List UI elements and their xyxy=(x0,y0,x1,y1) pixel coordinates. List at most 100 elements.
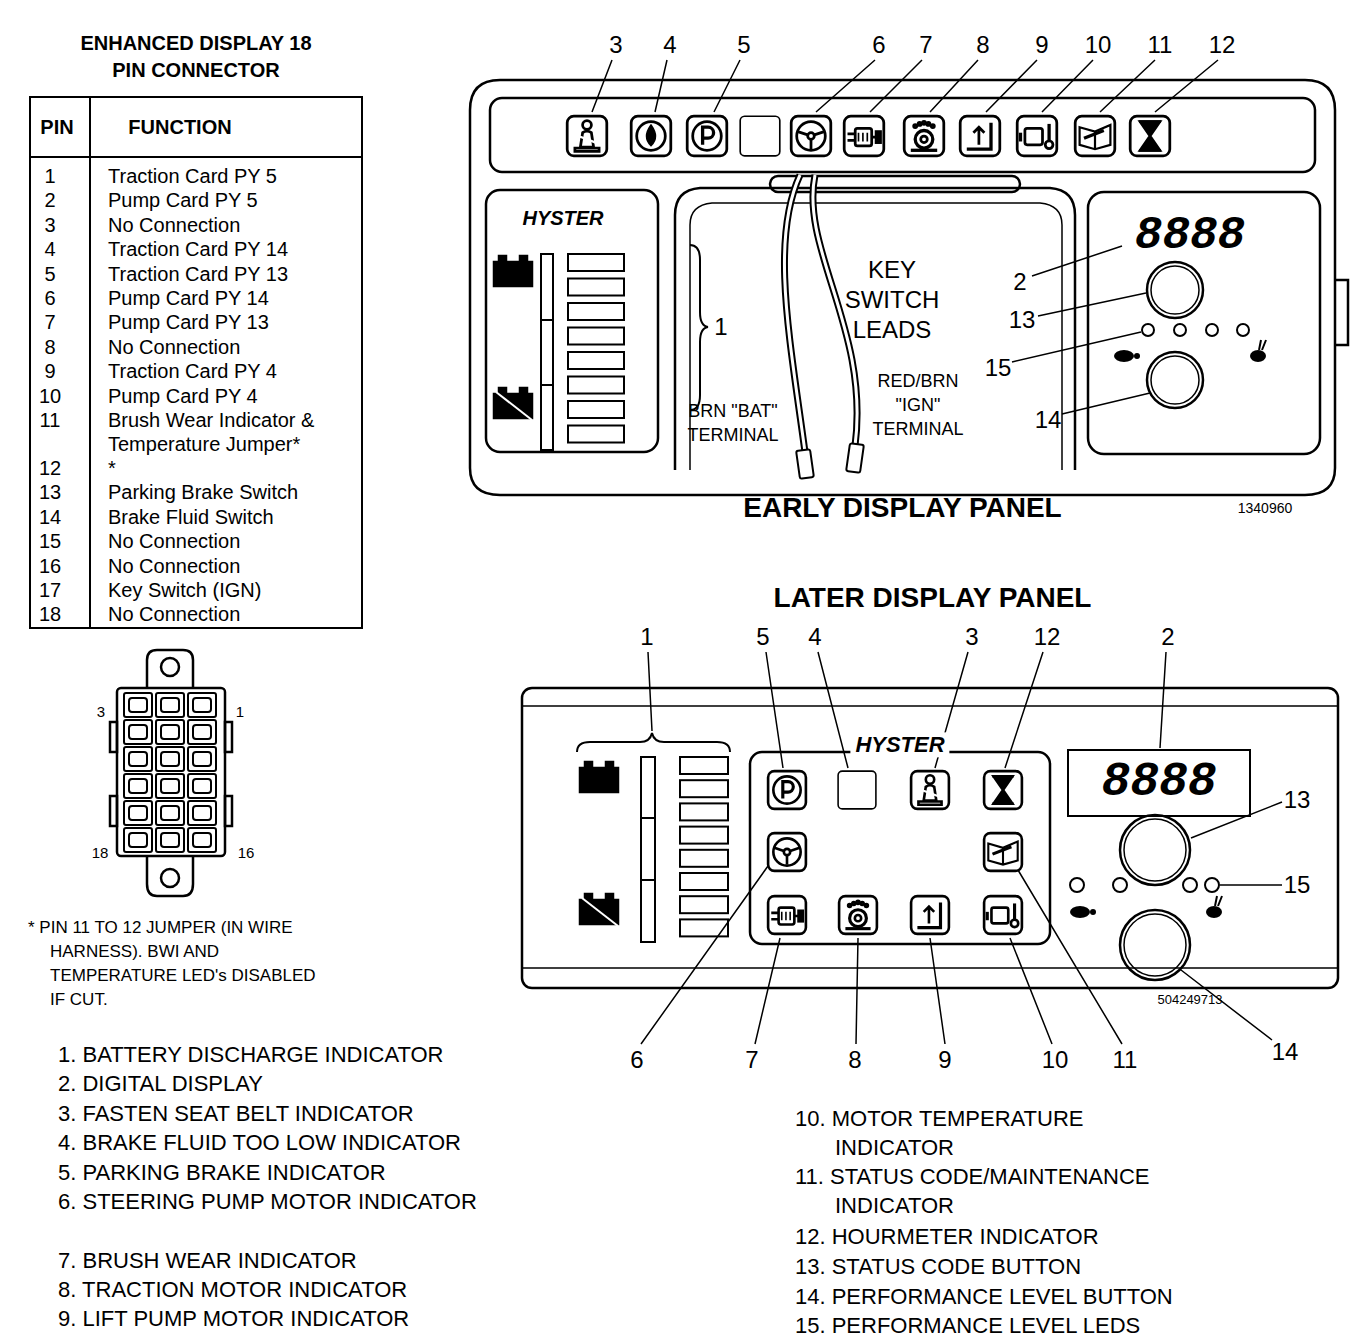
early-panel-part xyxy=(904,116,944,156)
connector-drawing-part-part xyxy=(129,725,147,739)
connector-drawing-part xyxy=(147,650,193,688)
later-panel-part xyxy=(1090,909,1096,915)
later-panel-part xyxy=(585,762,592,768)
early-panel xyxy=(470,60,1348,495)
callout-number: 10 xyxy=(1085,31,1112,59)
callout-number: 10 xyxy=(1042,1046,1069,1074)
early-panel-part xyxy=(520,256,527,262)
later-panel-part xyxy=(768,833,806,871)
callout-number: 14 xyxy=(1272,1038,1299,1066)
connector-drawing-part-part xyxy=(156,801,184,825)
connector-drawing-part-part xyxy=(124,747,152,771)
later-panel-part xyxy=(839,896,877,934)
callout-number: 15 xyxy=(985,354,1012,382)
early-panel-part-part xyxy=(568,303,624,320)
early-panel-part-part xyxy=(568,426,624,443)
connector-drawing-part-part xyxy=(161,725,179,739)
pin-number: 14 xyxy=(39,505,61,528)
callout-number: 4 xyxy=(808,623,821,651)
connector-drawing-part-part xyxy=(193,698,211,712)
later-panel-part xyxy=(641,866,1122,1044)
connector-drawing-part xyxy=(225,796,232,826)
connector-drawing-part-part xyxy=(193,752,211,766)
callout-number: 4 xyxy=(663,31,676,59)
later-panel-part xyxy=(1068,750,1250,816)
later-panel-part xyxy=(582,898,618,926)
early-panel-part xyxy=(796,449,814,479)
pin-function: Traction Card PY 14 xyxy=(108,237,360,261)
pin-function: No Connection xyxy=(108,335,360,359)
early-panel-part xyxy=(470,80,1335,495)
key-item: 1. BATTERY DISCHARGE INDICATOR xyxy=(58,1040,618,1069)
later-panel-part xyxy=(1070,878,1084,892)
figure-number: 504249713 xyxy=(1157,993,1222,1008)
later-panel-part-part xyxy=(680,896,728,913)
callout-number: 2 xyxy=(1013,268,1026,296)
pin-function: Traction Card PY 13 xyxy=(108,262,360,286)
connector-drawing-part-part xyxy=(129,698,147,712)
later-panel-part xyxy=(1183,878,1197,892)
connector-drawing-part-part xyxy=(129,833,147,847)
wire-label: BRN "BAT" TERMINAL xyxy=(687,399,778,447)
later-panel-part xyxy=(680,757,728,936)
pin-number: 18 xyxy=(92,844,109,861)
connector-drawing-part-part xyxy=(156,828,184,852)
column-header: FUNCTION xyxy=(128,116,231,139)
pin-number: 4 xyxy=(44,238,55,261)
later-panel-part xyxy=(577,733,730,752)
pin-function: No Connection xyxy=(108,602,360,626)
connector-drawing-part-part xyxy=(124,774,152,798)
connector-drawing-part-part xyxy=(161,779,179,793)
later-panel-part xyxy=(1120,910,1190,980)
callout-number: 9 xyxy=(938,1046,951,1074)
early-panel-part-part xyxy=(568,279,624,296)
early-panel-part xyxy=(494,262,532,286)
early-panel-part xyxy=(541,320,553,385)
connector-drawing-part xyxy=(124,693,216,852)
later-panel-part xyxy=(911,771,949,809)
callout-number: 7 xyxy=(919,31,932,59)
pin-function: Parking Brake Switch xyxy=(108,480,360,504)
connector-drawing-part-part xyxy=(188,801,216,825)
pin-number: 11 xyxy=(40,409,61,432)
early-panel-part xyxy=(740,116,780,156)
pin-number: 7 xyxy=(44,311,55,334)
connector-drawing-part-part xyxy=(188,747,216,771)
callout-number: 13 xyxy=(1009,306,1036,334)
callout-number: 2 xyxy=(1161,623,1174,651)
early-panel-part xyxy=(784,175,805,452)
early-panel-part xyxy=(520,388,527,394)
early-panel-part xyxy=(1174,324,1186,336)
later-panel-part xyxy=(911,896,949,934)
pin-function: Pump Card PY 13 xyxy=(108,310,360,334)
connector-drawing-part xyxy=(161,658,179,676)
callout-number: 6 xyxy=(872,31,885,59)
connector-drawing-part-part xyxy=(124,828,152,852)
early-panel-part xyxy=(1147,262,1203,318)
pin-function: No Connection xyxy=(108,529,360,553)
connector-drawing-part-part xyxy=(188,720,216,744)
later-panel-part xyxy=(984,833,1022,871)
connector-drawing-part-part xyxy=(156,693,184,717)
callout-number: 3 xyxy=(609,31,622,59)
later-panel-part xyxy=(522,706,1338,968)
early-panel-part-part xyxy=(568,377,624,394)
later-panel-part-part xyxy=(680,803,728,820)
early-panel-part xyxy=(567,116,607,156)
brand-logo: HYSTER xyxy=(850,732,949,757)
early-panel-part xyxy=(1142,324,1154,336)
key-item: 11. STATUS CODE/MAINTENANCE INDICATOR xyxy=(795,1162,1255,1220)
callout-number: 5 xyxy=(756,623,769,651)
key-item: 9. LIFT PUMP MOTOR INDICATOR xyxy=(58,1304,618,1333)
pin-number: 1 xyxy=(236,703,244,720)
pin-function: Brake Fluid Switch xyxy=(108,505,360,529)
early-panel-part xyxy=(791,116,831,156)
wire-label: RED/BRN "IGN" TERMINAL xyxy=(872,369,963,441)
callout-number: 11 xyxy=(1113,1046,1138,1074)
pin-function: Brush Wear Indicator & Temperature Jumpe… xyxy=(108,408,360,456)
connector-drawing-part-part xyxy=(161,833,179,847)
later-panel-part xyxy=(606,894,613,900)
pin-number: 18 xyxy=(39,603,61,626)
connector-drawing-part-part xyxy=(124,720,152,744)
key-item: 7. BRUSH WEAR INDICATOR xyxy=(58,1246,618,1275)
